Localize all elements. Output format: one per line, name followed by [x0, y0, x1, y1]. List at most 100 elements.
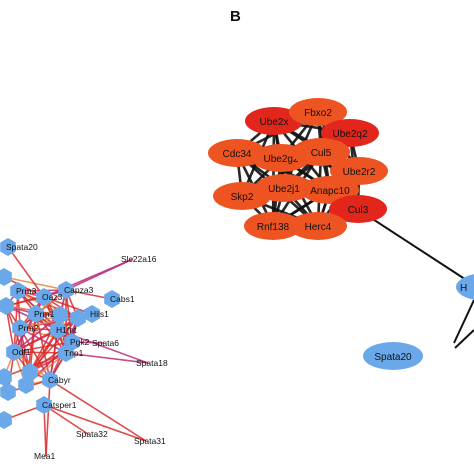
- node-label: Fbxo2: [304, 108, 332, 119]
- node-left--i: [52, 306, 68, 324]
- edge-cul3-h: [361, 211, 474, 286]
- node-label: Ube2j1: [268, 184, 300, 195]
- node-label: Anapc10: [310, 186, 350, 197]
- node-left-oaz3: [36, 288, 52, 306]
- node-label-tnp1: Tnp1: [64, 348, 84, 358]
- node-shape: [50, 321, 66, 339]
- node-label: Ube2q2: [332, 129, 367, 140]
- node-label: Cul5: [311, 148, 332, 159]
- node-label-catsper1: Catsper1: [42, 400, 77, 410]
- node-shape: [58, 281, 74, 299]
- node-label: Herc4: [305, 222, 332, 233]
- node-left-odf1: [6, 343, 22, 361]
- node-shape: [292, 138, 350, 166]
- node-shape: [329, 195, 387, 223]
- node-cul3: Cul3: [329, 195, 387, 223]
- node-label-spata32: Spata32: [76, 429, 108, 439]
- node-shape: [58, 344, 74, 362]
- node-label-spata20: Spata20: [6, 242, 38, 252]
- node-label-cabyr: Cabyr: [48, 375, 71, 385]
- node-label-prm3: Prm3: [16, 286, 37, 296]
- node-ube2j1: Ube2j1: [255, 174, 313, 202]
- edge-left-hils1-oaz3: [43, 296, 93, 315]
- node-label-hils1: Hils1: [90, 309, 109, 319]
- node-shape: [52, 306, 68, 324]
- node-left-capza3: [58, 281, 74, 299]
- node-left-h1fnt: [50, 321, 66, 339]
- node-label: Skp2: [231, 192, 254, 203]
- node-left--b: [0, 297, 14, 315]
- node-label: Cul3: [348, 205, 369, 216]
- node-herc4: Herc4: [289, 212, 347, 240]
- node-shape: [18, 376, 34, 394]
- edge-h-spata20-a: [453, 299, 474, 344]
- edge-left-cabyr-mea1: [45, 379, 51, 457]
- node-label: Ube2x: [260, 117, 289, 128]
- node-label-spata31: Spata31: [134, 436, 166, 446]
- edge-left-cabyr-spata31: [49, 379, 147, 442]
- node-shape: [245, 107, 303, 135]
- node-label-oaz3: Oaz3: [42, 292, 63, 302]
- node-label-h1fnt: H1fnt: [56, 325, 77, 335]
- node-left-prm1: [28, 305, 44, 323]
- node-shape: [104, 290, 120, 308]
- node-shape: [12, 319, 28, 337]
- node-left-catsper1: [36, 396, 52, 414]
- edge-h-spata20-b: [454, 329, 474, 349]
- node-label: Rnf138: [257, 222, 290, 233]
- edge-left--b--f: [5, 305, 31, 373]
- node-label-capza3: Capza3: [64, 285, 94, 295]
- node-h: H: [456, 274, 474, 300]
- node-label: Cdc34: [223, 149, 252, 160]
- node-left--d: [0, 383, 16, 401]
- node-shape: [363, 342, 423, 370]
- node-left--a: [0, 268, 12, 286]
- node-left-spata20: [0, 238, 16, 256]
- node-label-spata6: Spata6: [92, 338, 119, 348]
- node-label-prm1: Prm1: [34, 309, 55, 319]
- edge-left-tnp1-spata18: [65, 352, 149, 364]
- node-shape: [28, 305, 44, 323]
- node-shape: [0, 383, 16, 401]
- node-shape: [456, 274, 474, 300]
- node-cdc34: Cdc34: [208, 139, 266, 167]
- node-label-odf1: Odf1: [12, 347, 31, 357]
- node-left-tnp1: [58, 344, 74, 362]
- node-left--h: [70, 309, 86, 327]
- node-shape: [36, 396, 52, 414]
- node-shape: [244, 212, 302, 240]
- edge-left--c-tnp1: [3, 352, 67, 378]
- node-shape: [36, 288, 52, 306]
- panel-label: B: [230, 8, 241, 25]
- node-label-prm2: Prm2: [18, 323, 39, 333]
- node-label-slc22a16: Slc22a16: [121, 254, 157, 264]
- node-label: Spata20: [374, 352, 412, 363]
- edge-left-catsper1-spata31: [43, 404, 147, 442]
- node-shape: [42, 371, 58, 389]
- node-shape: [289, 212, 347, 240]
- node-label-pgk2: Pgk2: [70, 337, 90, 347]
- node-shape: [10, 282, 26, 300]
- node-left-prm3: [10, 282, 26, 300]
- node-shape: [255, 174, 313, 202]
- node-label-cabs1: Cabs1: [110, 294, 135, 304]
- node-cul5: Cul5: [292, 138, 350, 166]
- edge-left-spata20-oaz3: [7, 246, 45, 298]
- node-shape: [208, 139, 266, 167]
- node-label: H: [460, 283, 467, 294]
- node-ube2x: Ube2x: [245, 107, 303, 135]
- node-left--e: [0, 411, 12, 429]
- node-fbxo2: Fbxo2: [289, 98, 347, 126]
- node-shape: [0, 297, 14, 315]
- node-shape: [84, 305, 100, 323]
- node-left--g: [18, 376, 34, 394]
- node-shape: [289, 98, 347, 126]
- node-left-cabyr: [42, 371, 58, 389]
- node-spata20-right: Spata20: [363, 342, 423, 370]
- node-label: Ube2r2: [343, 167, 376, 178]
- edge-left-catsper1-spata32: [43, 404, 89, 435]
- node-label-spata18: Spata18: [136, 358, 168, 368]
- node-shape: [6, 343, 22, 361]
